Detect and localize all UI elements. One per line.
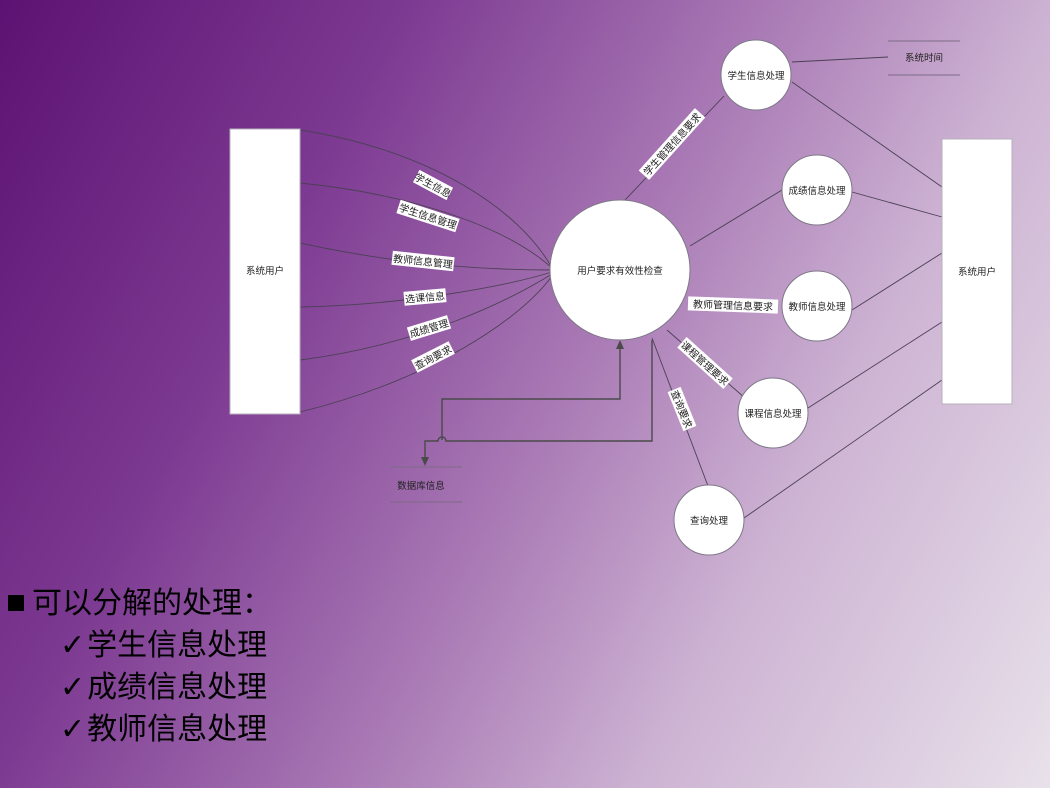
- notes-item-label: 学生信息处理: [87, 628, 268, 663]
- center-process-label: 用户要求有效性检查: [577, 265, 663, 277]
- external-left-label: 系统用户: [246, 265, 284, 277]
- flow-label-student-info: 学生信息: [412, 169, 453, 201]
- external-entity-left: 系统用户: [229, 128, 301, 415]
- process-to-external-lines: [743, 56, 943, 519]
- process-query-label: 查询处理: [690, 515, 729, 527]
- external-entity-right: 系统用户: [941, 138, 1013, 405]
- data-store-database: 数据库信息: [390, 340, 653, 503]
- process-teacher: 教师信息处理: [781, 270, 853, 342]
- process-teacher-label: 教师信息处理: [788, 301, 846, 313]
- notes-item: ✓学生信息处理: [60, 625, 272, 667]
- square-bullet-icon: [8, 595, 24, 611]
- process-course: 课程信息处理: [737, 377, 809, 449]
- flow-label-student-mgmt-req: 学生管理信息要求: [638, 108, 706, 180]
- process-student-label: 学生信息处理: [727, 70, 785, 82]
- checkmark-icon: ✓: [60, 670, 86, 705]
- process-student: 学生信息处理: [720, 39, 792, 111]
- flow-label-query-req-right: 查询要求: [667, 386, 697, 432]
- data-store-system-time: 系统时间: [888, 40, 960, 76]
- flow-grade-mgmt-text: 成绩管理: [408, 316, 450, 340]
- decomposable-process-notes: 可以分解的处理： ✓学生信息处理 ✓成绩信息处理 ✓教师信息处理: [8, 583, 272, 751]
- notes-title-row: 可以分解的处理：: [8, 583, 272, 625]
- flow-label-teacher-mgmt: 教师信息管理: [391, 250, 455, 272]
- notes-item: ✓教师信息处理: [60, 709, 272, 751]
- flow-label-grade-mgmt: 成绩管理: [406, 315, 452, 341]
- external-right-label: 系统用户: [958, 266, 996, 278]
- flow-course-mgmt-req-text: 课程管理要求: [678, 338, 731, 388]
- checkmark-icon: ✓: [60, 628, 86, 663]
- flow-teacher-mgmt-req-text: 教师管理信息要求: [693, 298, 773, 314]
- flow-label-student-mgmt: 学生信息管理: [396, 199, 460, 233]
- notes-title: 可以分解的处理：: [32, 586, 272, 621]
- process-grade: 成绩信息处理: [781, 154, 853, 226]
- process-validity-check: 用户要求有效性检查: [549, 199, 691, 341]
- left-flow-lines: [299, 129, 553, 413]
- flow-course-selection-text: 选课信息: [405, 289, 446, 305]
- database-label: 数据库信息: [397, 480, 445, 492]
- process-course-label: 课程信息处理: [744, 408, 802, 420]
- notes-item-label: 成绩信息处理: [87, 670, 268, 705]
- process-query: 查询处理: [673, 484, 745, 556]
- checkmark-icon: ✓: [60, 712, 86, 747]
- flow-student-mgmt-req-text: 学生管理信息要求: [641, 110, 704, 178]
- notes-item: ✓成绩信息处理: [60, 667, 272, 709]
- flow-label-course-mgmt-req: 课程管理要求: [677, 337, 733, 389]
- notes-item-label: 教师信息处理: [87, 712, 268, 747]
- process-grade-label: 成绩信息处理: [788, 185, 846, 197]
- flow-label-teacher-mgmt-req: 教师管理信息要求: [687, 296, 779, 314]
- system-time-label: 系统时间: [905, 52, 943, 64]
- flow-label-course-selection: 选课信息: [403, 288, 447, 306]
- flow-label-query-req: 查询要求: [411, 341, 455, 373]
